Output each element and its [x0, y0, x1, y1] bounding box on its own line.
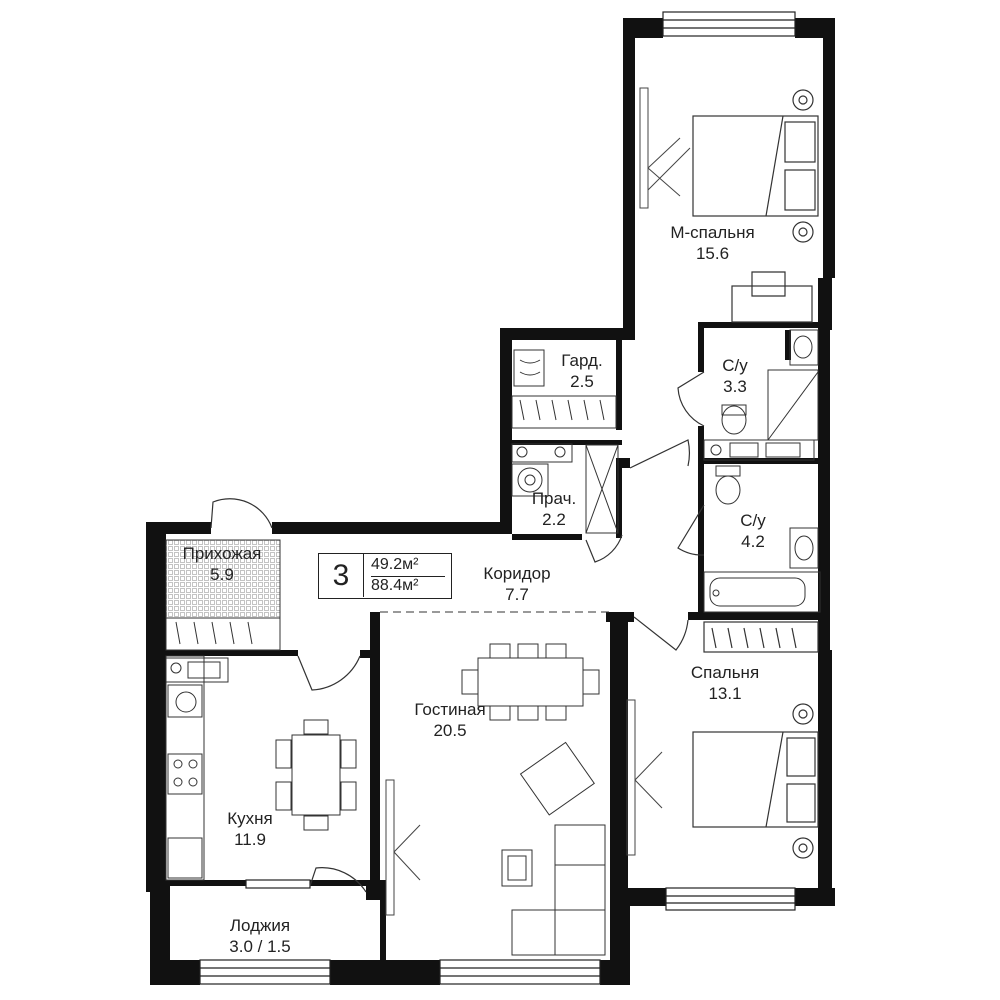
total-area: 88.4м²: [371, 576, 445, 595]
living-area: 49.2м²: [371, 556, 419, 573]
hall-furniture: [165, 539, 610, 651]
room-name: Гард.: [561, 351, 603, 370]
room-name: С/у: [722, 356, 748, 375]
room-name: М-спальня: [670, 223, 755, 242]
windows: [199, 11, 796, 985]
room-label-corridor: Коридор 7.7: [462, 563, 572, 606]
room-name: Коридор: [483, 564, 551, 583]
room-label-laundry: Прач. 2.2: [526, 488, 582, 531]
master-bed: [692, 89, 819, 323]
exterior-walls: [146, 18, 835, 985]
bath1-fixtures: [703, 329, 819, 461]
room-label-hall: Прихожая 5.9: [168, 543, 276, 586]
room-area: 13.1: [708, 684, 742, 704]
room-area: 3.0 / 1.5: [229, 937, 291, 957]
wardrobe-furniture: [511, 349, 617, 429]
bath2-fixtures: [703, 465, 821, 613]
room-name: Прихожая: [182, 544, 262, 563]
kitchen-furniture: [165, 655, 357, 881]
room-label-loggia: Лоджия 3.0 / 1.5: [200, 915, 320, 958]
apartment-area-badge: 3 49.2м² 88.4м²: [318, 553, 452, 599]
room-label-bath2: С/у 4.2: [728, 510, 778, 553]
room-name: Лоджия: [229, 916, 291, 935]
room-area: 5.9: [210, 565, 234, 585]
room-name: Прач.: [531, 489, 577, 508]
room-label-bedroom: Спальня 13.1: [670, 662, 780, 705]
room-label-kitchen: Кухня 11.9: [208, 808, 292, 851]
rooms-count: 3: [319, 554, 364, 597]
room-area: 20.5: [433, 721, 467, 741]
room-area: 11.9: [234, 830, 266, 850]
room-area: 2.5: [570, 372, 594, 392]
living-furniture: [461, 643, 606, 956]
interior-walls: [158, 322, 820, 892]
room-area: 15.6: [695, 244, 730, 264]
room-label-master-bedroom: М-спальня 15.6: [650, 222, 775, 265]
room-name: С/у: [740, 511, 766, 530]
laundry-furniture: [511, 443, 619, 534]
room-label-living: Гостиная 20.5: [398, 699, 502, 742]
room-area: 3.3: [723, 377, 747, 397]
room-name: Спальня: [690, 663, 760, 682]
room-label-wardrobe: Гард. 2.5: [550, 350, 614, 393]
bedroom-bed: [692, 621, 819, 859]
room-area: 4.2: [741, 532, 765, 552]
room-area: 7.7: [505, 585, 529, 605]
room-area: 2.2: [542, 510, 566, 530]
doors: [210, 371, 705, 893]
room-label-bath1: С/у 3.3: [710, 355, 760, 398]
balcony-doors: [385, 87, 691, 916]
room-name: Гостиная: [414, 700, 486, 719]
room-name: Кухня: [227, 809, 273, 828]
